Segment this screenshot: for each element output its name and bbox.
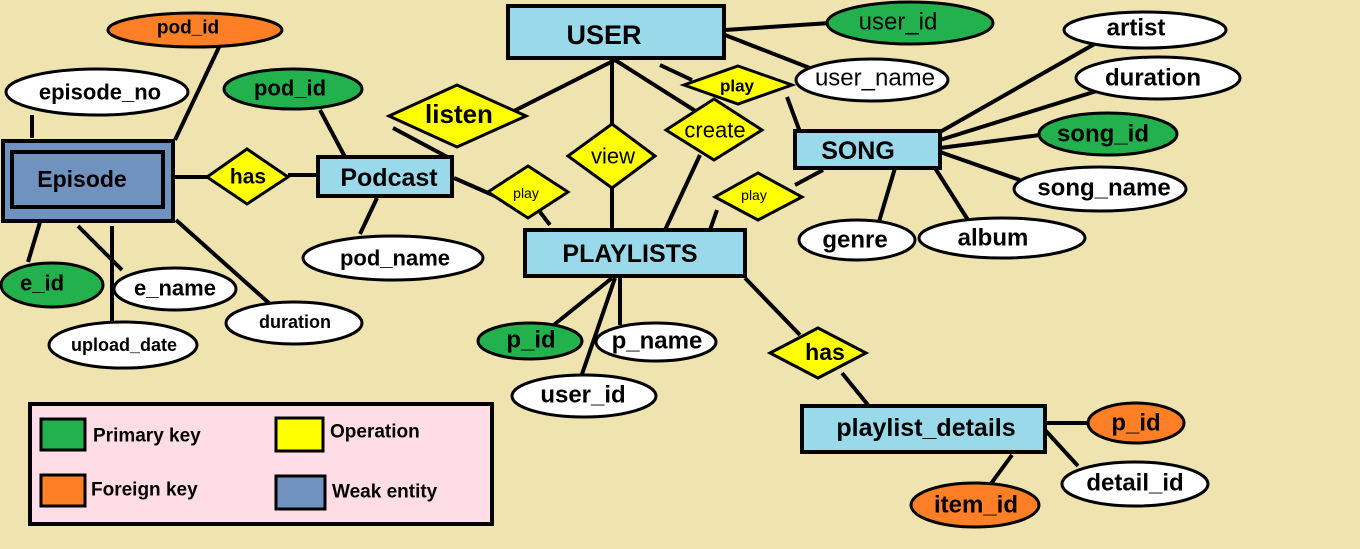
weak-entity-episode[interactable]: Episode bbox=[1, 139, 175, 223]
attr-p-name-label: p_name bbox=[612, 328, 703, 355]
attr-genre[interactable]: genre bbox=[797, 218, 917, 262]
attr-album-label: album bbox=[958, 225, 1029, 252]
attr-podcast-pod-id-label: pod_id bbox=[254, 76, 326, 101]
legend-foreign-key-label: Foreign key bbox=[91, 480, 198, 501]
relationship-create-label: create bbox=[684, 118, 745, 143]
attr-e-id-label: e_id bbox=[20, 271, 64, 296]
attr-pod-name-label: pod_name bbox=[340, 246, 450, 271]
relationship-episode-has[interactable]: has bbox=[204, 147, 291, 206]
relationship-listen[interactable]: listen bbox=[385, 83, 530, 149]
attr-episode-duration[interactable]: duration bbox=[224, 300, 364, 346]
attr-user-id[interactable]: user_id bbox=[825, 0, 995, 46]
attr-item-id[interactable]: item_id bbox=[909, 481, 1041, 529]
attr-playlist-user-id-label: user_id bbox=[540, 382, 625, 409]
entity-playlists[interactable]: PLAYLISTS bbox=[523, 228, 747, 278]
attr-episode-duration-label: duration bbox=[259, 312, 331, 332]
attr-song-id[interactable]: song_id bbox=[1037, 111, 1179, 157]
attr-upload-date-label: upload_date bbox=[71, 335, 177, 355]
attr-e-name-label: e_name bbox=[134, 276, 216, 301]
attr-song-duration[interactable]: duration bbox=[1074, 55, 1242, 101]
legend-foreign-key-swatch bbox=[39, 473, 87, 508]
attr-playlist-p-id-label: p_id bbox=[506, 327, 555, 354]
attr-artist[interactable]: artist bbox=[1062, 10, 1228, 50]
legend: Primary key Foreign key Operation Weak e… bbox=[28, 402, 494, 526]
legend-weak-entity: Weak entity bbox=[274, 474, 438, 511]
relationship-episode-has-label: has bbox=[230, 166, 266, 189]
attr-podcast-pod-id[interactable]: pod_id bbox=[222, 67, 364, 111]
legend-weak-entity-label: Weak entity bbox=[332, 482, 438, 503]
attr-playlist-p-id[interactable]: p_id bbox=[476, 321, 584, 361]
relationship-song-play-label: play bbox=[741, 187, 767, 203]
relationship-podcast-play-label: play bbox=[513, 185, 539, 201]
legend-primary-key-label: Primary key bbox=[93, 426, 201, 447]
attr-details-p-id-label: p_id bbox=[1111, 410, 1160, 437]
entity-playlist-details-label: playlist_details bbox=[836, 414, 1015, 442]
legend-weak-entity-swatch bbox=[274, 474, 327, 511]
relationship-playlist-has[interactable]: has bbox=[766, 326, 870, 380]
entity-user[interactable]: USER bbox=[506, 4, 726, 60]
attr-song-name-label: song_name bbox=[1037, 175, 1170, 202]
entity-playlists-label: PLAYLISTS bbox=[562, 240, 697, 268]
attr-artist-label: artist bbox=[1107, 15, 1166, 42]
relationship-view-label: view bbox=[591, 144, 635, 169]
entity-song-label: SONG bbox=[821, 137, 895, 165]
entity-podcast-label: Podcast bbox=[340, 164, 438, 192]
attr-song-name[interactable]: song_name bbox=[1012, 165, 1188, 213]
attr-playlist-user-id[interactable]: user_id bbox=[510, 373, 658, 419]
attr-episode-pod-id[interactable]: pod_id bbox=[106, 11, 284, 49]
relationship-create[interactable]: create bbox=[663, 97, 765, 162]
legend-operation: Operation bbox=[274, 416, 420, 453]
relationship-listen-label: listen bbox=[425, 99, 493, 129]
attr-pod-name[interactable]: pod_name bbox=[301, 234, 485, 282]
attr-album[interactable]: album bbox=[917, 216, 1087, 260]
attr-details-p-id[interactable]: p_id bbox=[1086, 401, 1186, 445]
attr-e-name[interactable]: e_name bbox=[112, 266, 238, 312]
legend-primary-key-swatch bbox=[39, 417, 87, 452]
weak-entity-episode-label: Episode bbox=[37, 166, 126, 192]
attr-episode-no[interactable]: episode_no bbox=[4, 67, 190, 117]
attr-user-name[interactable]: user_name bbox=[794, 57, 950, 103]
attr-detail-id-label: detail_id bbox=[1086, 470, 1183, 497]
attr-upload-date[interactable]: upload_date bbox=[47, 320, 199, 370]
attr-p-name[interactable]: p_name bbox=[594, 321, 718, 363]
legend-foreign-key: Foreign key bbox=[39, 473, 198, 508]
attr-song-duration-label: duration bbox=[1105, 65, 1201, 92]
attr-genre-label: genre bbox=[822, 227, 887, 254]
connector-lines bbox=[26, 21, 1101, 487]
relationship-user-play[interactable]: play bbox=[679, 64, 797, 106]
attr-detail-id[interactable]: detail_id bbox=[1060, 460, 1210, 508]
legend-operation-label: Operation bbox=[330, 422, 420, 443]
relationship-view[interactable]: view bbox=[565, 122, 658, 190]
relationship-song-play[interactable]: play bbox=[711, 171, 806, 222]
relationship-user-play-label: play bbox=[720, 77, 755, 96]
entity-song[interactable]: SONG bbox=[793, 129, 942, 170]
attr-episode-pod-id-label: pod_id bbox=[157, 18, 219, 39]
attr-user-name-label: user_name bbox=[815, 65, 935, 92]
relationship-podcast-play[interactable]: play bbox=[485, 164, 571, 220]
attr-song-id-label: song_id bbox=[1057, 121, 1149, 148]
entity-playlist-details[interactable]: playlist_details bbox=[800, 404, 1047, 454]
legend-operation-swatch bbox=[274, 416, 325, 453]
attr-e-id[interactable]: e_id bbox=[0, 261, 105, 309]
relationship-playlist-has-label: has bbox=[805, 339, 845, 365]
entity-user-label: USER bbox=[566, 20, 641, 50]
attr-user-id-label: user_id bbox=[859, 9, 938, 36]
attr-item-id-label: item_id bbox=[934, 492, 1018, 519]
entity-podcast[interactable]: Podcast bbox=[316, 155, 454, 198]
legend-primary-key: Primary key bbox=[39, 417, 201, 452]
attr-episode-no-label: episode_no bbox=[39, 80, 161, 105]
